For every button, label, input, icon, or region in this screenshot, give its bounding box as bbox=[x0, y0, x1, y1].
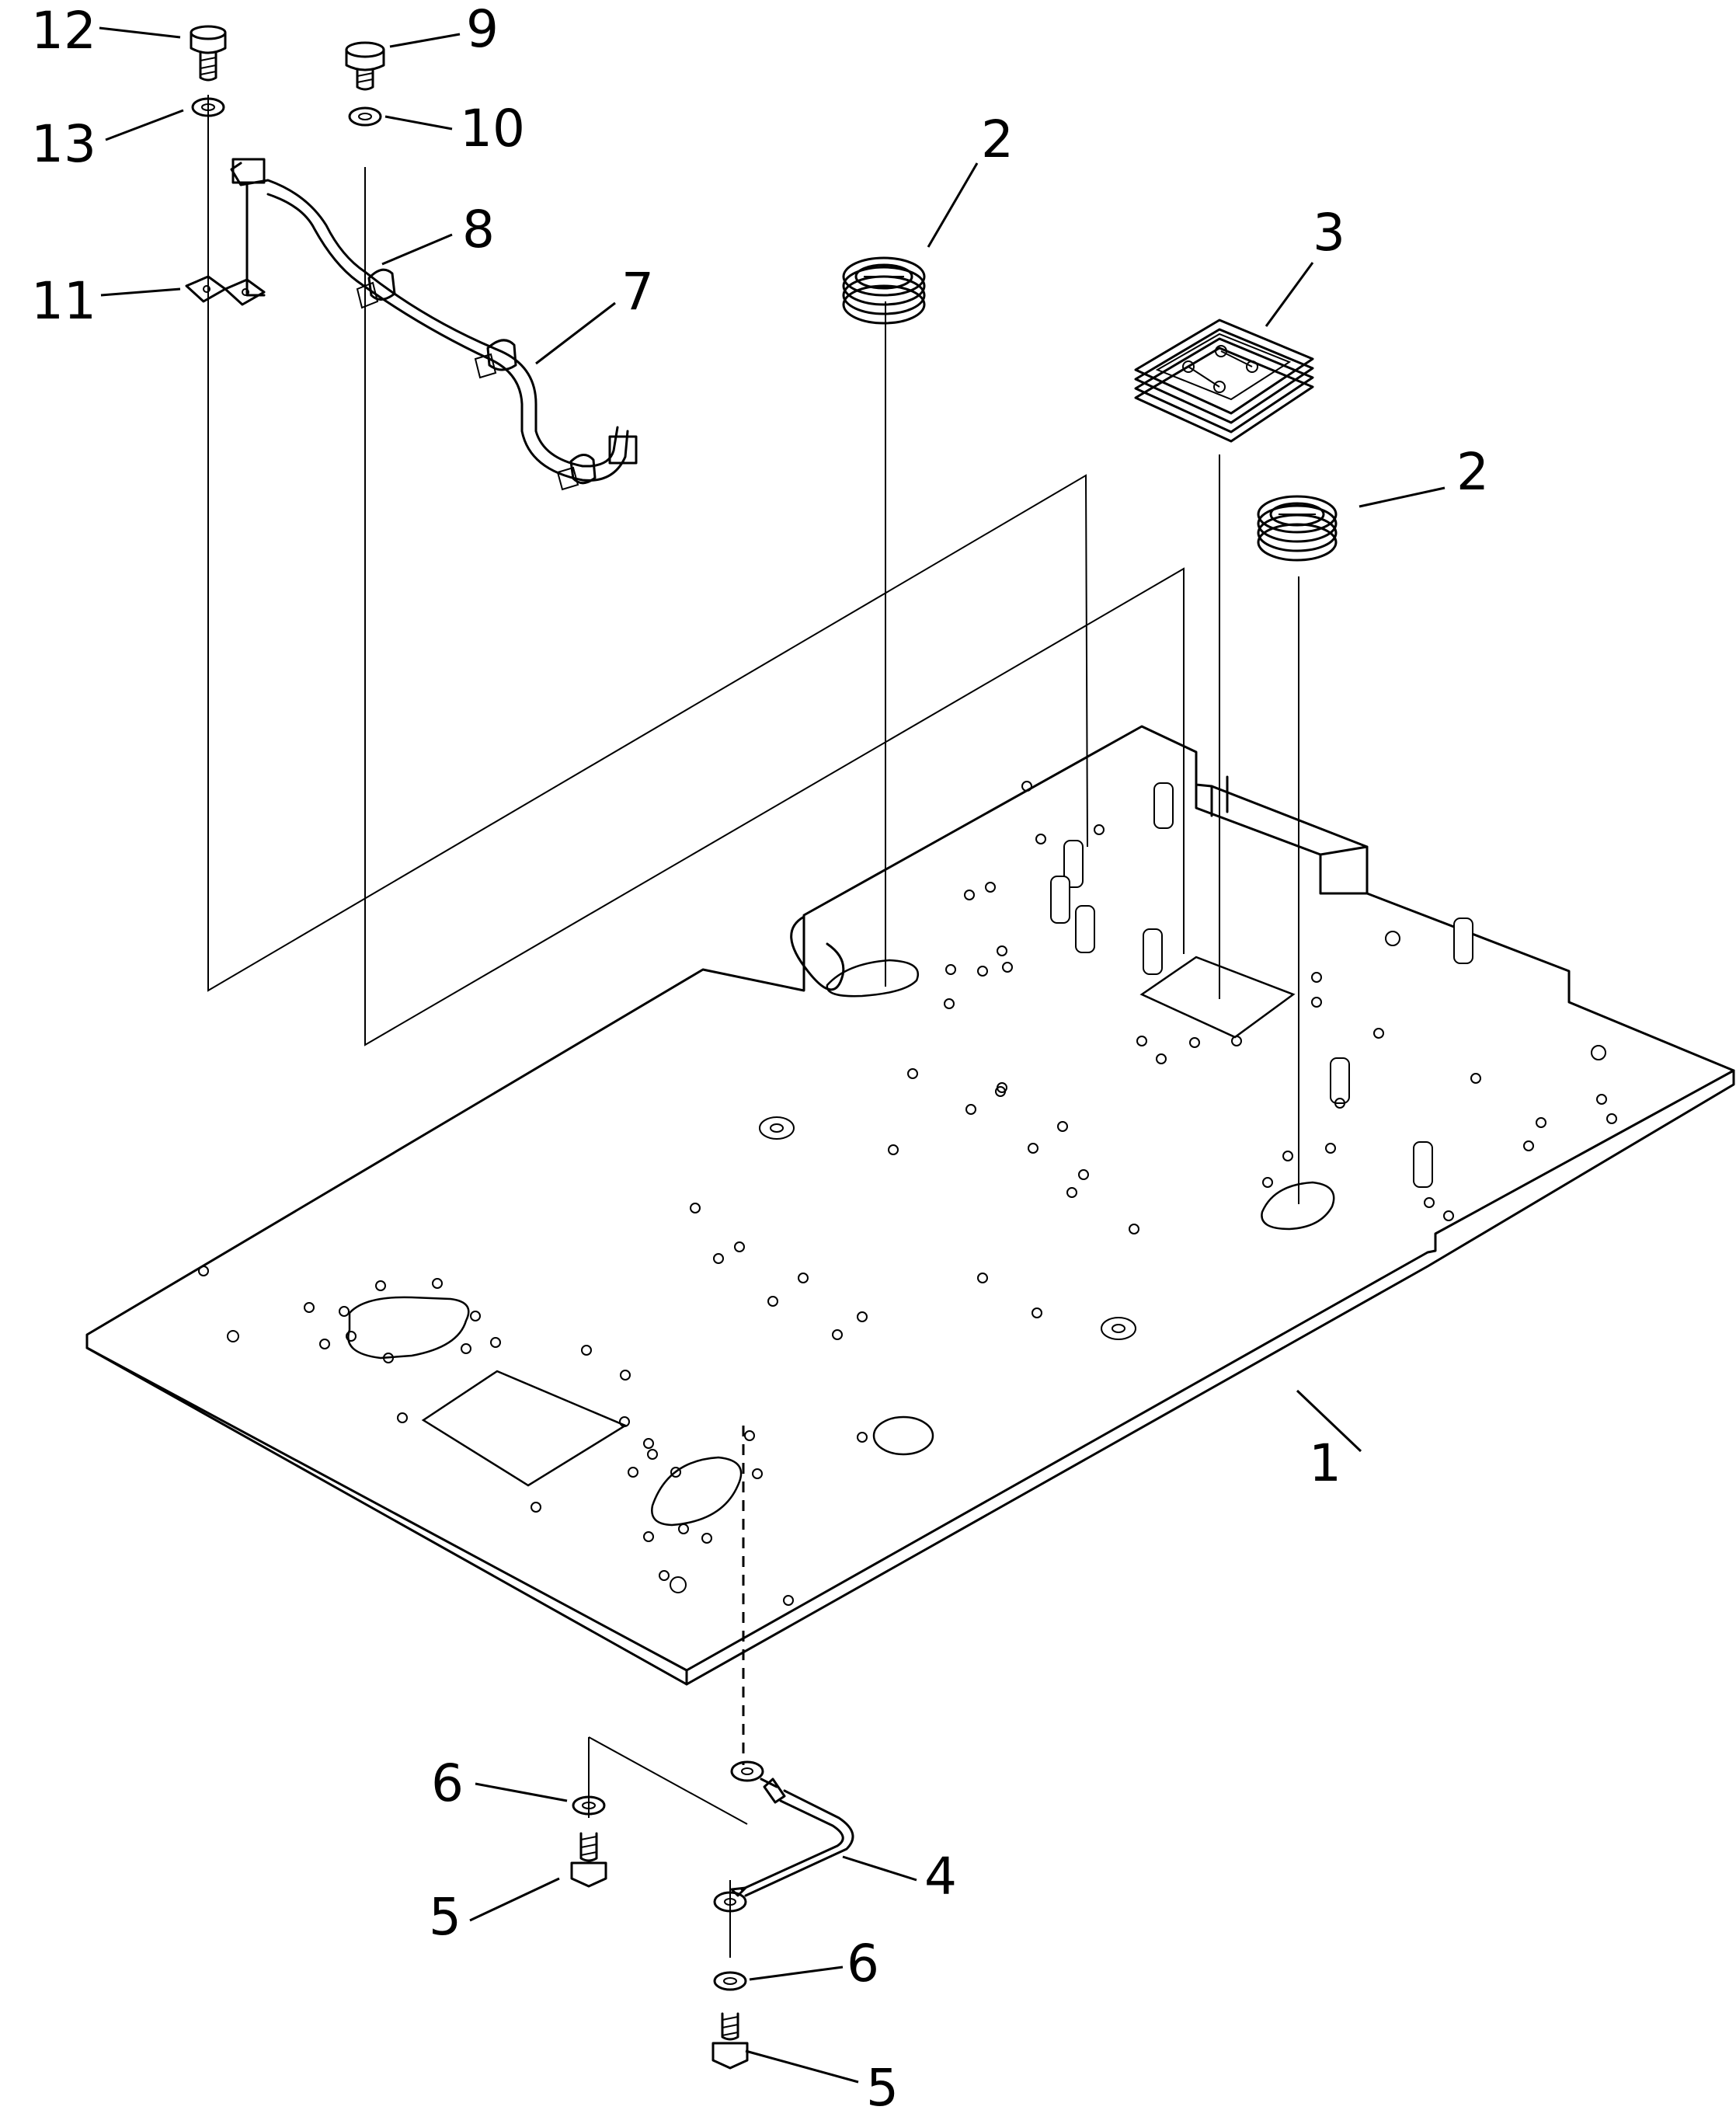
square-cutout-left bbox=[421, 1370, 628, 1487]
round-hole-center bbox=[872, 1415, 934, 1456]
spot-marks bbox=[759, 1116, 1136, 1340]
callout-7: 7 bbox=[621, 262, 654, 322]
oval-cutout-left bbox=[347, 1296, 470, 1360]
washer-13 bbox=[191, 97, 225, 117]
oval-cutout-right bbox=[1261, 1181, 1335, 1231]
callout-11: 11 bbox=[31, 271, 96, 331]
callout-labels: 1 2 2 3 4 5 5 6 6 7 8 9 10 11 12 13 bbox=[31, 0, 1489, 2117]
callout-8: 8 bbox=[462, 200, 495, 259]
callout-1: 1 bbox=[1309, 1433, 1341, 1493]
grommet-3 bbox=[1134, 319, 1314, 443]
callout-9: 9 bbox=[466, 0, 499, 59]
ground-cable-4 bbox=[713, 1760, 854, 1913]
callout-6b: 6 bbox=[847, 1934, 879, 1993]
washer-6a bbox=[572, 1795, 606, 1816]
washer-6b bbox=[713, 1971, 747, 1991]
grommet-2b bbox=[1257, 495, 1338, 562]
callout-6a: 6 bbox=[431, 1753, 464, 1813]
callout-5a: 5 bbox=[429, 1887, 461, 1947]
bolt-5a bbox=[570, 1832, 607, 1888]
washer-10 bbox=[348, 106, 382, 127]
callout-3: 3 bbox=[1313, 203, 1345, 263]
clips-11 bbox=[185, 275, 266, 306]
oval-cutout-bottom bbox=[651, 1456, 743, 1527]
callout-10: 10 bbox=[460, 99, 525, 158]
assembly-lines bbox=[207, 95, 1299, 1958]
callout-2a: 2 bbox=[981, 110, 1014, 169]
callout-4: 4 bbox=[924, 1847, 957, 1906]
callout-5b: 5 bbox=[866, 2058, 899, 2113]
square-cutout-right bbox=[1139, 956, 1296, 1039]
bolt-holes bbox=[198, 781, 1617, 1606]
standoffs bbox=[1050, 782, 1473, 1188]
bolt-9 bbox=[345, 41, 385, 91]
callout-13: 13 bbox=[31, 114, 96, 174]
bolt-12 bbox=[190, 25, 227, 82]
leader-lines bbox=[99, 26, 1446, 2084]
wire-harness-7 bbox=[230, 158, 638, 491]
bolt-5b bbox=[711, 2012, 749, 2070]
mounting-bracket bbox=[1195, 775, 1369, 895]
callout-12: 12 bbox=[31, 1, 96, 61]
callout-2b: 2 bbox=[1456, 442, 1489, 502]
front-bracket bbox=[790, 915, 845, 991]
grommet-2a bbox=[842, 256, 926, 325]
oval-cutout-upper bbox=[826, 959, 919, 998]
floor-plate bbox=[85, 725, 1735, 1686]
